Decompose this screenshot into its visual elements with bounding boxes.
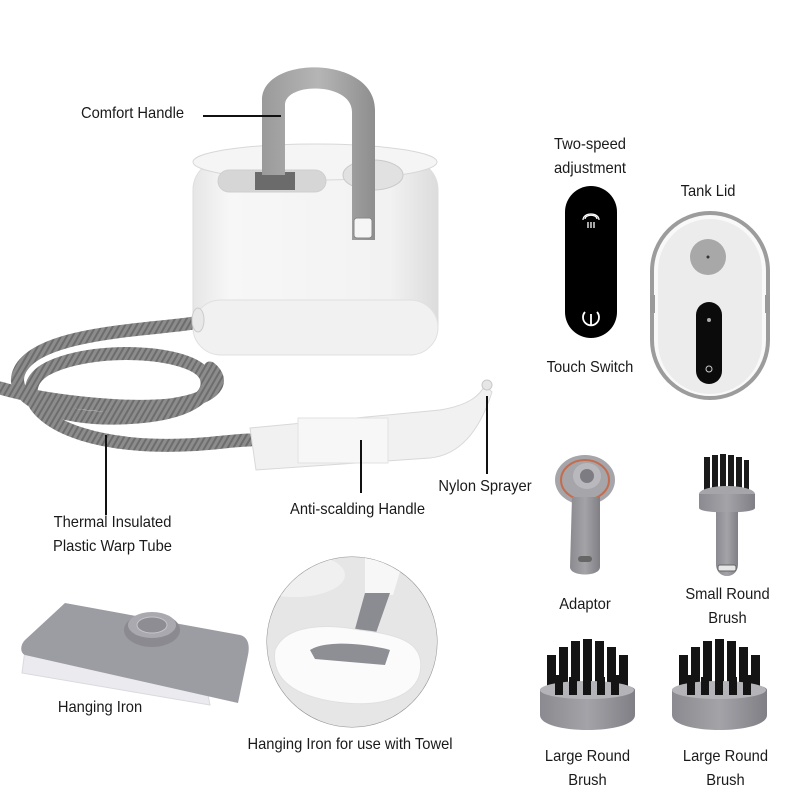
adaptor-attachment [555, 455, 615, 575]
label-tank-lid: Tank Lid [680, 183, 736, 200]
label-two-speed-line1: Two-speed [553, 136, 626, 153]
label-hanging-iron-towel: Hanging Iron for use with Towel [247, 736, 453, 753]
label-comfort-handle: Comfort Handle [80, 105, 185, 122]
label-large-brush-1-line1: Large Round [544, 748, 631, 765]
label-nylon-sprayer: Nylon Sprayer [438, 478, 532, 495]
leader-line-tube [105, 435, 107, 515]
touch-control-panel [565, 186, 617, 338]
label-hanging-iron: Hanging Iron [57, 699, 143, 716]
steam-speed-icon [582, 213, 600, 228]
small-round-brush [699, 454, 755, 576]
hose-tube [0, 315, 257, 452]
label-anti-scalding-handle: Anti-scalding Handle [289, 501, 426, 518]
leader-line-anti-scalding [360, 440, 362, 493]
leader-line-comfort-handle [203, 115, 281, 117]
power-icon [582, 311, 600, 327]
label-touch-switch: Touch Switch [546, 359, 634, 376]
label-large-brush-2-line2: Brush [706, 772, 745, 789]
leader-line-nylon-sprayer [486, 396, 488, 474]
label-tube-line2: Plastic Warp Tube [53, 538, 172, 555]
label-small-brush-line1: Small Round [685, 586, 770, 603]
label-large-brush-2-line1: Large Round [682, 748, 769, 765]
label-adaptor: Adaptor [559, 596, 611, 613]
label-small-brush-line2: Brush [708, 610, 747, 627]
hanging-iron-towel-photo [266, 556, 438, 728]
hanging-iron-attachment [21, 603, 249, 706]
label-large-brush-1-line2: Brush [568, 772, 607, 789]
label-two-speed-line2: adjustment [553, 160, 626, 177]
tank-lid [650, 211, 770, 400]
large-round-brush-1 [540, 639, 635, 730]
label-tube-line1: Thermal Insulated [53, 514, 172, 531]
large-round-brush-2 [672, 639, 767, 730]
